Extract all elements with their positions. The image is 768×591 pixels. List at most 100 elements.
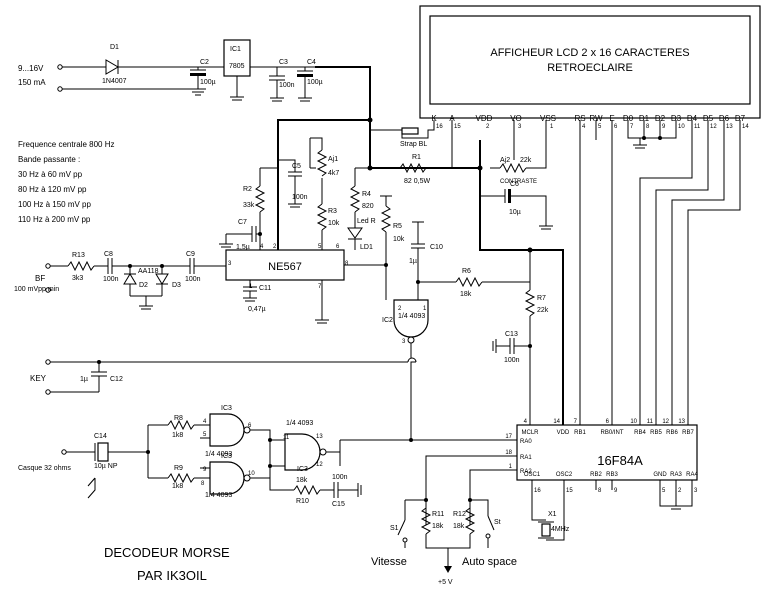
mcu-pin-label: RA3 bbox=[670, 472, 682, 478]
ne567-chip bbox=[225, 249, 345, 281]
c14-label: C14 bbox=[94, 433, 107, 440]
mcu-pin-label: RA4 bbox=[686, 472, 698, 478]
lcd-pin-rs: RS bbox=[574, 114, 585, 123]
note-2: 30 Hz à 60 mV pp bbox=[18, 170, 83, 179]
c9-value: 100n bbox=[185, 276, 201, 283]
lcd-pin-vdd: VDD bbox=[476, 114, 493, 123]
ic3-gate-b bbox=[209, 461, 245, 495]
mcu-pin-label: RB3 bbox=[606, 472, 618, 478]
r9-label: R9 bbox=[174, 465, 183, 472]
c10-value: 1µ bbox=[409, 258, 417, 265]
lcd-pin-d4: D4 bbox=[687, 114, 698, 123]
ic3a-pin6: 6 bbox=[248, 423, 252, 429]
r8-value: 1k8 bbox=[172, 432, 183, 439]
r12-resistor bbox=[464, 507, 476, 535]
lcd-pin-number: 7 bbox=[630, 124, 634, 130]
title-line1: DECODEUR MORSE bbox=[104, 545, 230, 560]
ic3c-label: IC3 bbox=[297, 466, 308, 473]
ic3b-pin8: 8 bbox=[201, 481, 205, 487]
aj2-trimmer bbox=[499, 162, 527, 174]
supply-section: 9...16V 150 mA D1 1N4007 C2 100µ IC1 780… bbox=[18, 39, 323, 102]
r9-value: 1k8 bbox=[172, 483, 183, 490]
r2-resistor bbox=[254, 185, 266, 213]
d1-label: D1 bbox=[110, 44, 119, 51]
note-5: 110 Hz à 200 mV pp bbox=[18, 215, 91, 224]
r3-value: 10k bbox=[328, 220, 340, 227]
ne567-pin3: 3 bbox=[228, 261, 232, 267]
mcu-pin-number: 6 bbox=[606, 419, 610, 425]
r5-resistor bbox=[380, 205, 392, 233]
lcd-pin-number: 3 bbox=[518, 124, 522, 130]
c5-label: C5 bbox=[292, 163, 301, 170]
r7-value: 22k bbox=[537, 307, 549, 314]
d3-diode bbox=[155, 273, 169, 285]
supply-voltage: 9...16V bbox=[18, 64, 44, 73]
c15-label: C15 bbox=[332, 501, 345, 508]
supply-terminal-gnd bbox=[57, 86, 63, 92]
mcu-pin-label: RA0 bbox=[520, 439, 532, 445]
ic3a-type: 1/4 4093 bbox=[205, 451, 232, 458]
ic1-type: 7805 bbox=[229, 63, 245, 70]
lcd-pin-number: 16 bbox=[436, 124, 443, 130]
r8-label: R8 bbox=[174, 415, 183, 422]
bf-level: 100 mVpp min bbox=[14, 286, 59, 293]
r6-resistor bbox=[455, 276, 483, 288]
lcd-pin-number: 10 bbox=[678, 124, 685, 130]
mcu-section: 16F84A MCLR4VDD14RB17RB0/INT6RB410RB511R… bbox=[425, 419, 699, 541]
c2-cap bbox=[190, 73, 206, 76]
ic2-label: IC2 bbox=[382, 317, 393, 324]
mcu-pin-number: 4 bbox=[524, 419, 528, 425]
c12-value: 1µ bbox=[80, 376, 88, 383]
r11-label: R11 bbox=[432, 511, 444, 518]
lcd-data-bus bbox=[579, 120, 741, 425]
x1-crystal bbox=[541, 523, 551, 537]
lcd-pin-number: 6 bbox=[614, 124, 618, 130]
notes: Frequence centrale 800 Hz Bande passante… bbox=[18, 140, 115, 224]
aj1-label: Aj1 bbox=[328, 156, 338, 163]
r5-label: R5 bbox=[393, 223, 402, 230]
r7-label: R7 bbox=[537, 295, 546, 302]
ic3a-pin4: 4 bbox=[203, 419, 207, 425]
r4-resistor bbox=[349, 185, 361, 213]
mcu-pin-label: RB0/INT bbox=[600, 430, 623, 436]
strap-label: Strap BL bbox=[400, 141, 427, 148]
lcd-module: AFFICHEUR LCD 2 x 16 CARACTERES RETROECL… bbox=[419, 5, 761, 130]
ic3b-type: 1/4 4093 bbox=[205, 492, 232, 499]
ic2-section: 2 1 3 1/4 4093 IC2 R6 18k R7 22k C13 100… bbox=[382, 250, 549, 425]
mcu-pin-number: 17 bbox=[505, 434, 512, 440]
r12-value: 18k bbox=[453, 523, 465, 530]
key-section: KEY 1µ C12 bbox=[30, 343, 417, 440]
mcu-pin-number: 7 bbox=[574, 419, 578, 425]
c13-label: C13 bbox=[505, 331, 518, 338]
lcd-pin-e: E bbox=[609, 114, 614, 123]
r11-value: 18k bbox=[432, 523, 444, 530]
mcu-pin-label: GND bbox=[653, 472, 667, 478]
c12-label: C12 bbox=[110, 376, 123, 383]
ic3a-pin5: 5 bbox=[203, 432, 207, 438]
r10-label: R10 bbox=[296, 498, 309, 505]
mcu-pin-label: RB5 bbox=[650, 430, 662, 436]
ic2-pin3: 3 bbox=[402, 339, 406, 345]
mcu-top-pins: MCLR4VDD14RB17RB0/INT6RB410RB511RB612RB7… bbox=[521, 419, 694, 436]
casque-label: Casque 32 ohms bbox=[18, 465, 71, 472]
lcd-pin-number: 15 bbox=[454, 124, 461, 130]
lcd-pin-number: 11 bbox=[694, 124, 701, 130]
mcu-pin-number: 15 bbox=[566, 488, 573, 494]
mcu-pin-label: RB2 bbox=[590, 472, 602, 478]
lcd-pin-d7: D7 bbox=[735, 114, 746, 123]
ic3c-pin11: 11 bbox=[283, 435, 290, 441]
mcu-pin-number: 2 bbox=[678, 488, 682, 494]
mcu-pin-label: RA1 bbox=[520, 455, 532, 461]
r12-label: R12 bbox=[453, 511, 466, 518]
title-line2: PAR IK3OIL bbox=[137, 568, 207, 583]
r6-label: R6 bbox=[462, 268, 471, 275]
x1-label: X1 bbox=[548, 511, 557, 518]
mcu-pin-number: 14 bbox=[553, 419, 560, 425]
ic3b-pin9: 9 bbox=[203, 467, 207, 473]
c14-value: 10µ NP bbox=[94, 463, 118, 470]
r11-resistor bbox=[420, 507, 432, 535]
ic3c-type: 1/4 4093 bbox=[286, 420, 313, 427]
strap-bl bbox=[401, 127, 419, 135]
c11-label: C11 bbox=[259, 285, 271, 292]
